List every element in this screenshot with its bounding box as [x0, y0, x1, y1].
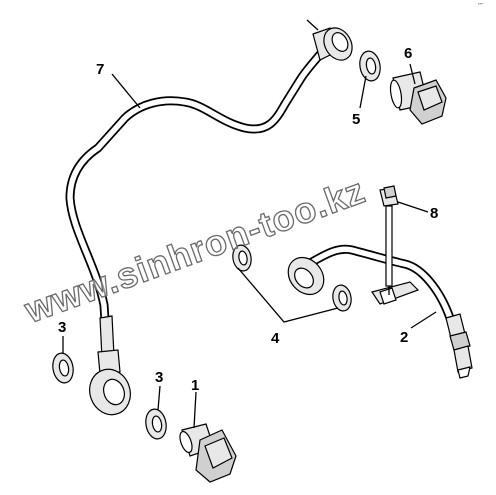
washer-4-top — [232, 244, 252, 272]
leader-3-right — [157, 385, 161, 411]
washer-5 — [359, 50, 381, 82]
banjo-fitting-pipe-2 — [287, 256, 325, 296]
callout-3-right: 3 — [155, 369, 163, 386]
banjo-bolt-6 — [389, 71, 447, 125]
leader-2 — [410, 311, 437, 329]
callout-4: 4 — [271, 330, 280, 347]
callout-2: 2 — [400, 329, 408, 346]
leader-4 — [237, 267, 339, 323]
banjo-bolt-1 — [179, 423, 237, 483]
callout-8: 8 — [430, 205, 438, 222]
leader-1 — [193, 391, 197, 429]
washer-3-right — [145, 408, 167, 440]
fuel-pipe-2 — [293, 244, 473, 379]
banjo-fitting-top — [306, 19, 353, 61]
washer-3-left — [52, 352, 74, 384]
banjo-fitting-bottom — [89, 349, 131, 416]
callout-6: 6 — [404, 45, 412, 62]
corner-mark: ”˜ — [478, 2, 484, 11]
callout-1: 1 — [191, 377, 199, 394]
leader-7 — [111, 73, 141, 109]
leader-lines — [62, 63, 437, 429]
callout-7: 7 — [96, 61, 104, 78]
leader-6 — [409, 63, 416, 85]
callout-3-left: 3 — [58, 319, 66, 336]
leader-5 — [359, 75, 367, 109]
callout-5: 5 — [352, 111, 360, 128]
fuel-pipe-7 — [65, 47, 327, 359]
leader-8 — [397, 201, 429, 213]
bracket-bolt-8 — [379, 185, 399, 295]
washer-4-bottom — [332, 284, 352, 312]
